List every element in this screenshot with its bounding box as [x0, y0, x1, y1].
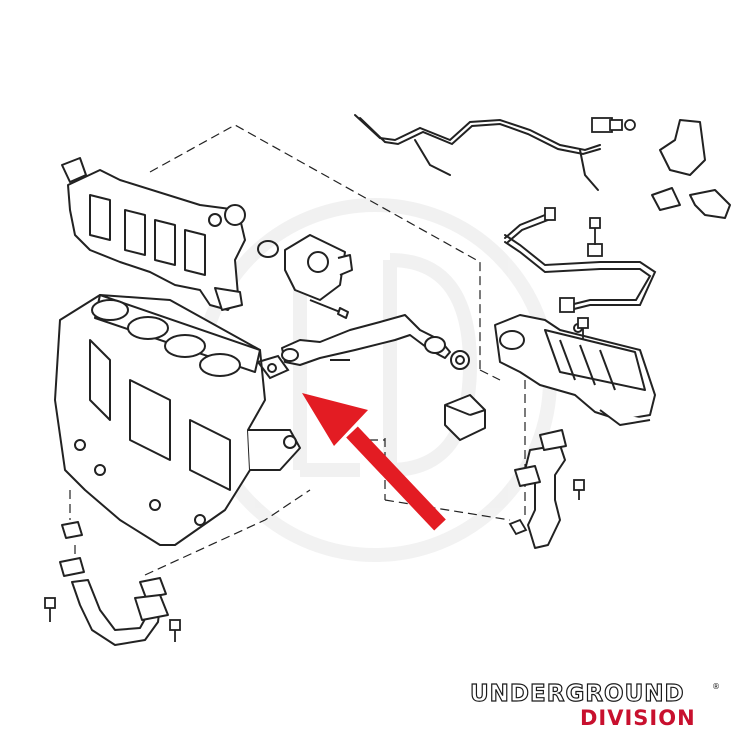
egr-cooler — [494, 314, 656, 426]
brand-logo: UNDERGROUND ® DIVISION — [469, 681, 725, 732]
cylinder-block — [54, 294, 301, 546]
coolant-pipe — [514, 429, 567, 549]
exhaust-manifold — [61, 157, 246, 311]
registered-mark: ® — [712, 682, 720, 691]
vacuum-hoses — [354, 114, 657, 311]
callout-arrow — [302, 393, 446, 531]
vacuum-bracket — [651, 119, 731, 219]
egr-gasket — [256, 354, 290, 380]
bracket — [444, 394, 486, 441]
brand-name-division: DIVISION — [580, 706, 696, 730]
bolts — [44, 217, 601, 642]
pipe-end-gasket — [450, 350, 470, 370]
brand-name-underground: UNDERGROUND — [469, 681, 685, 707]
gasket-ring — [257, 240, 279, 258]
coolant-hose — [59, 521, 169, 646]
hose-clips — [544, 117, 636, 313]
egr-pipe — [281, 314, 451, 366]
egr-valve — [284, 234, 353, 319]
